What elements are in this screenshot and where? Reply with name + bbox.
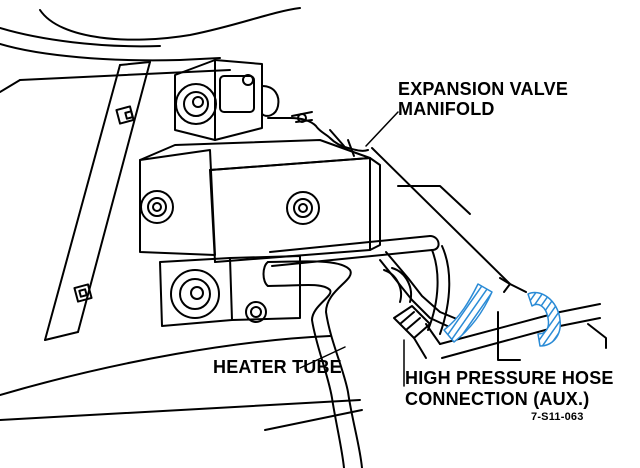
high-pressure-label-line2: CONNECTION (AUX.) (405, 389, 590, 409)
leader-lines (299, 111, 405, 387)
heater-tube-label: HEATER TUBE (213, 357, 342, 377)
hatched-hose-right (527, 291, 561, 347)
firewall-top-panel (0, 7, 301, 93)
right-body-edge (371, 147, 607, 361)
figure-id: 7-S11-063 (531, 411, 584, 423)
lower-panel (0, 335, 363, 431)
refrigerant-lines (269, 235, 601, 359)
manifold-body (139, 139, 381, 263)
left-bracket (44, 61, 151, 341)
high-pressure-label-line1: HIGH PRESSURE HOSE (405, 368, 614, 388)
upper-fitting-block (174, 59, 369, 157)
expansion-valve-label-line1: EXPANSION VALVE (398, 79, 569, 99)
expansion-valve-label-line2: MANIFOLD (398, 99, 495, 119)
heater-tube (262, 260, 363, 468)
hatched-hose-left (443, 283, 493, 343)
lower-fitting-block (159, 255, 301, 327)
